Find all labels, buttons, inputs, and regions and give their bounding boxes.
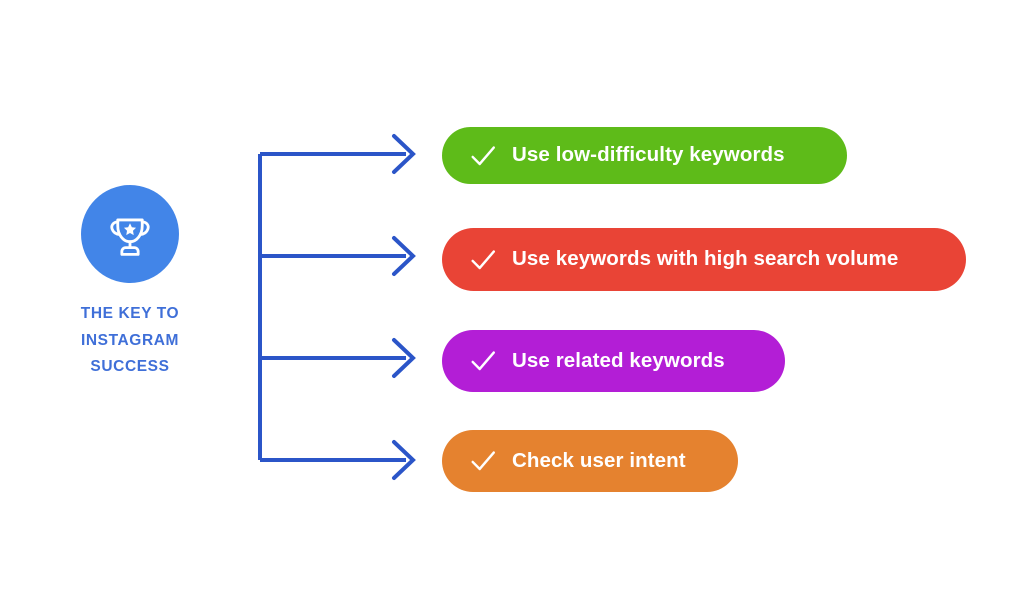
key-hub-title: THE KEY TO INSTAGRAM SUCCESS — [45, 301, 215, 381]
item-pill-1[interactable]: Use low-difficulty keywords — [442, 127, 847, 184]
key-hub: THE KEY TO INSTAGRAM SUCCESS — [45, 185, 215, 381]
check-icon — [471, 351, 495, 371]
check-icon — [471, 145, 495, 165]
connector-arrows — [248, 120, 428, 490]
item-pill-3-label: Use related keywords — [512, 348, 725, 372]
key-hub-title-line-1: THE KEY TO — [80, 305, 180, 322]
key-hub-title-line-2: INSTAGRAM — [80, 331, 180, 349]
check-icon — [471, 451, 495, 471]
item-pill-4[interactable]: Check user intent — [442, 430, 738, 492]
item-pill-1-label: Use low-difficulty keywords — [512, 143, 785, 167]
arrow-right-icon — [392, 134, 416, 480]
item-pill-3[interactable]: Use related keywords — [442, 330, 785, 392]
item-pill-4-label: Check user intent — [512, 448, 686, 472]
trophy-badge — [81, 185, 179, 283]
item-pill-2[interactable]: Use keywords with high search volume — [442, 228, 966, 291]
item-pill-2-label: Use keywords with high search volume — [512, 247, 899, 271]
check-icon — [471, 249, 495, 269]
key-hub-title-line-3: SUCCESS — [90, 358, 170, 376]
trophy-icon — [101, 205, 159, 263]
